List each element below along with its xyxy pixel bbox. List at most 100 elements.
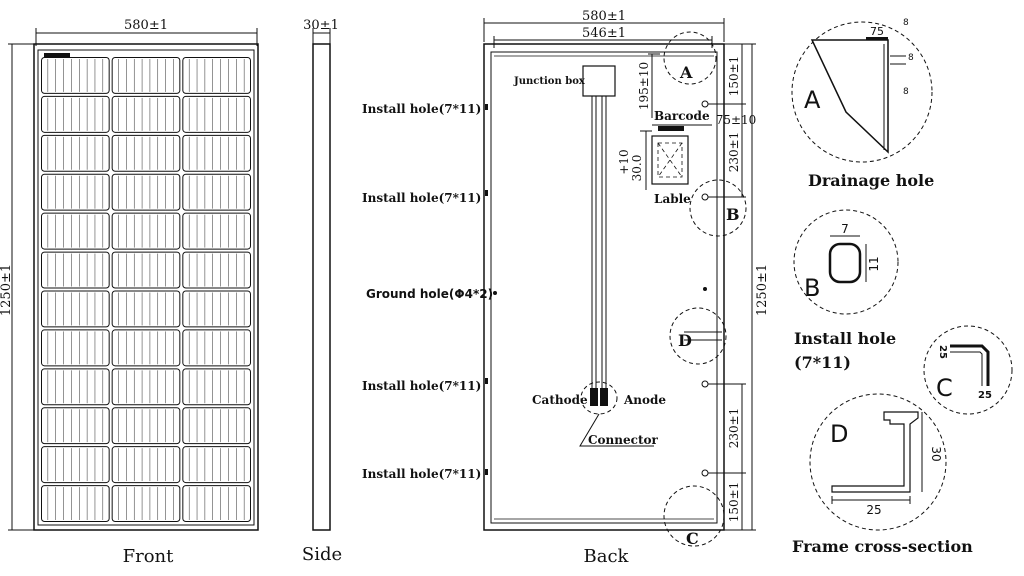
detail-a-caption: Drainage hole [808, 171, 934, 190]
dim-230-top: 230±1 [727, 132, 741, 173]
solar-cell [111, 57, 181, 94]
solar-cell [182, 173, 251, 211]
solar-cell [111, 95, 181, 133]
marker-a: A [679, 63, 693, 82]
detail-c-dim-1: 25 [937, 345, 948, 359]
solar-cell [111, 446, 181, 484]
detail-b-dim-h: 11 [867, 256, 881, 271]
dim-30: 30.0 [630, 155, 644, 182]
solar-cell [111, 173, 181, 211]
detail-b-caption-1: Install hole [794, 329, 896, 348]
ground-hole-label: Ground hole(Φ4*2) [366, 287, 493, 301]
detail-d-dim-w: 25 [866, 503, 881, 517]
hole-label-3: Install hole(7*11) [362, 379, 481, 393]
solar-cell [182, 329, 251, 367]
connector-label: Connector [588, 433, 658, 447]
lable-label: Lable [654, 192, 691, 206]
dim-150-bottom: 150±1 [727, 482, 741, 523]
solar-cell [41, 173, 110, 211]
dim-195: 195±10 [637, 62, 651, 110]
detail-a-dim-top: 75 [870, 25, 884, 38]
detail-b-letter: B [804, 274, 820, 302]
solar-cell [41, 485, 110, 523]
solar-cell [111, 368, 181, 406]
detail-b: 7 11 B Install hole (7*11) [793, 209, 899, 372]
callout-b [689, 179, 747, 237]
solar-cell [111, 212, 181, 250]
detail-d-letter: D [830, 420, 848, 448]
side-thickness-dim: 30±1 [303, 18, 339, 33]
solar-cell [182, 57, 251, 94]
hole-label-2: Install hole(7*11) [362, 191, 481, 205]
solar-cell [182, 212, 251, 250]
solar-cell [41, 446, 110, 484]
dim-150-top: 150±1 [727, 56, 741, 97]
callout-a [663, 31, 717, 85]
solar-cell [111, 407, 181, 445]
install-hole-shape [828, 242, 862, 284]
solar-cell [41, 329, 110, 367]
barcode-label: Barcode [654, 109, 710, 123]
detail-a: 75 8 8 8 A Drainage hole [791, 18, 934, 190]
back-frame-inner [490, 51, 718, 524]
solar-cell [182, 368, 251, 406]
solar-cell [182, 134, 251, 172]
solar-cell [111, 134, 181, 172]
detail-a-dim-1: 8 [903, 18, 909, 28]
solar-cell [41, 251, 110, 289]
detail-c-letter: C [936, 374, 953, 402]
left-holes [485, 104, 497, 475]
anode-connector [600, 388, 608, 406]
solar-cell [111, 251, 181, 289]
solar-cell [182, 290, 251, 328]
front-frame [33, 43, 259, 531]
hole-label-1: Install hole(7*11) [362, 102, 481, 116]
solar-cell [111, 329, 181, 367]
dim-75: 75±10 [716, 113, 757, 127]
cathode-connector [590, 388, 598, 406]
marker-c: C [686, 529, 699, 548]
side-view: 30±1 Side [302, 18, 342, 565]
solar-cell [182, 485, 251, 523]
junction-box [582, 65, 616, 97]
solar-cell [182, 95, 251, 133]
front-cell-grid [41, 57, 251, 523]
detail-a-letter: A [804, 86, 821, 114]
callout-d [669, 307, 727, 365]
back-height-dim: 1250±1 [755, 264, 770, 316]
detail-a-dim-3: 8 [903, 87, 909, 97]
back-width-outer-dim: 580±1 [582, 9, 626, 24]
marker-b: B [726, 205, 740, 224]
solar-cell [182, 446, 251, 484]
front-glass [37, 49, 255, 526]
detail-d-dim-h: 30 [929, 446, 943, 461]
barcode [658, 126, 684, 131]
dim-230-bottom: 230±1 [727, 408, 741, 449]
side-title: Side [302, 544, 342, 565]
side-profile [312, 43, 331, 531]
junction-box-label: Junction box [513, 76, 586, 87]
hole-label-4: Install hole(7*11) [362, 467, 481, 481]
detail-d-caption: Frame cross-section [792, 537, 973, 556]
solar-cell [41, 368, 110, 406]
callout-c [663, 485, 725, 547]
solar-cell [182, 251, 251, 289]
detail-b-caption-2: (7*11) [794, 353, 851, 372]
solar-cell [41, 57, 110, 94]
detail-c-dim-2: 25 [978, 390, 992, 401]
front-title: Front [123, 546, 175, 567]
back-title: Back [584, 546, 630, 567]
detail-c: 25 25 C [923, 325, 1013, 415]
back-frame-outer [483, 43, 725, 531]
solar-cell [41, 134, 110, 172]
back-width-inner-dim: 546±1 [582, 26, 626, 41]
solar-cell [41, 212, 110, 250]
dim-10: +10 [617, 149, 631, 174]
cathode-label: Cathode [532, 393, 588, 407]
lable-box [651, 135, 689, 185]
solar-cell [111, 485, 181, 523]
front-height-dim: 1250±1 [0, 264, 14, 316]
solar-cell [41, 95, 110, 133]
solar-cell [111, 290, 181, 328]
